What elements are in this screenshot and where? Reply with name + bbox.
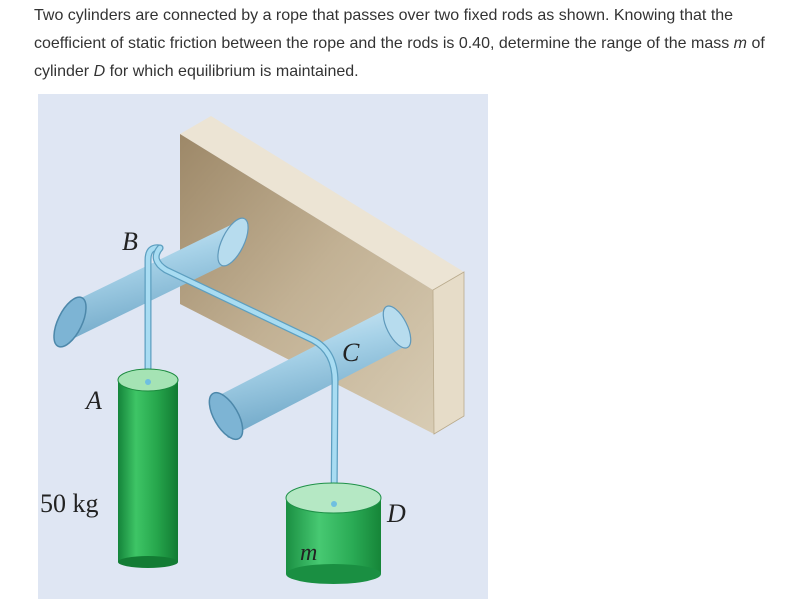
problem-text-part3: for which equilibrium is maintained.: [105, 63, 359, 80]
label-C: C: [342, 338, 360, 367]
variable-D: D: [93, 63, 106, 80]
cylinder-A-body: [118, 380, 178, 562]
cylinder-A-hook: [145, 379, 151, 385]
rod-B-far-end: [217, 217, 249, 267]
label-mass-D: m: [300, 540, 317, 566]
label-B: B: [122, 227, 138, 256]
figure-panel: B C A 50 kg D m: [38, 94, 488, 599]
label-D: D: [386, 499, 406, 528]
problem-text-part2: of cylinder: [34, 35, 765, 80]
rope-rods-diagram: B C A 50 kg D m: [38, 94, 488, 599]
cylinder-D: [285, 482, 382, 584]
label-mass-A: 50 kg: [40, 489, 99, 518]
label-A: A: [84, 386, 102, 415]
rod-B-end: [53, 296, 87, 348]
variable-m: m: [733, 35, 747, 52]
problem-statement: Two cylinders are connected by a rope th…: [34, 2, 786, 86]
cylinder-D-hook: [331, 501, 337, 507]
wall-side: [432, 271, 465, 435]
cylinder-D-top: [285, 482, 382, 514]
rod-C-far-end: [382, 305, 412, 349]
problem-text-part1: Two cylinders are connected by a rope th…: [34, 7, 734, 52]
rod-C-body: [210, 308, 406, 438]
rod-C: [208, 305, 412, 441]
wall-top: [180, 116, 464, 290]
cylinder-D-bottom: [286, 564, 381, 584]
rod-C-end: [208, 391, 244, 441]
cylinder-A-bottom: [118, 556, 178, 568]
rope-BCD: [153, 245, 338, 509]
cylinder-A: [117, 368, 179, 568]
